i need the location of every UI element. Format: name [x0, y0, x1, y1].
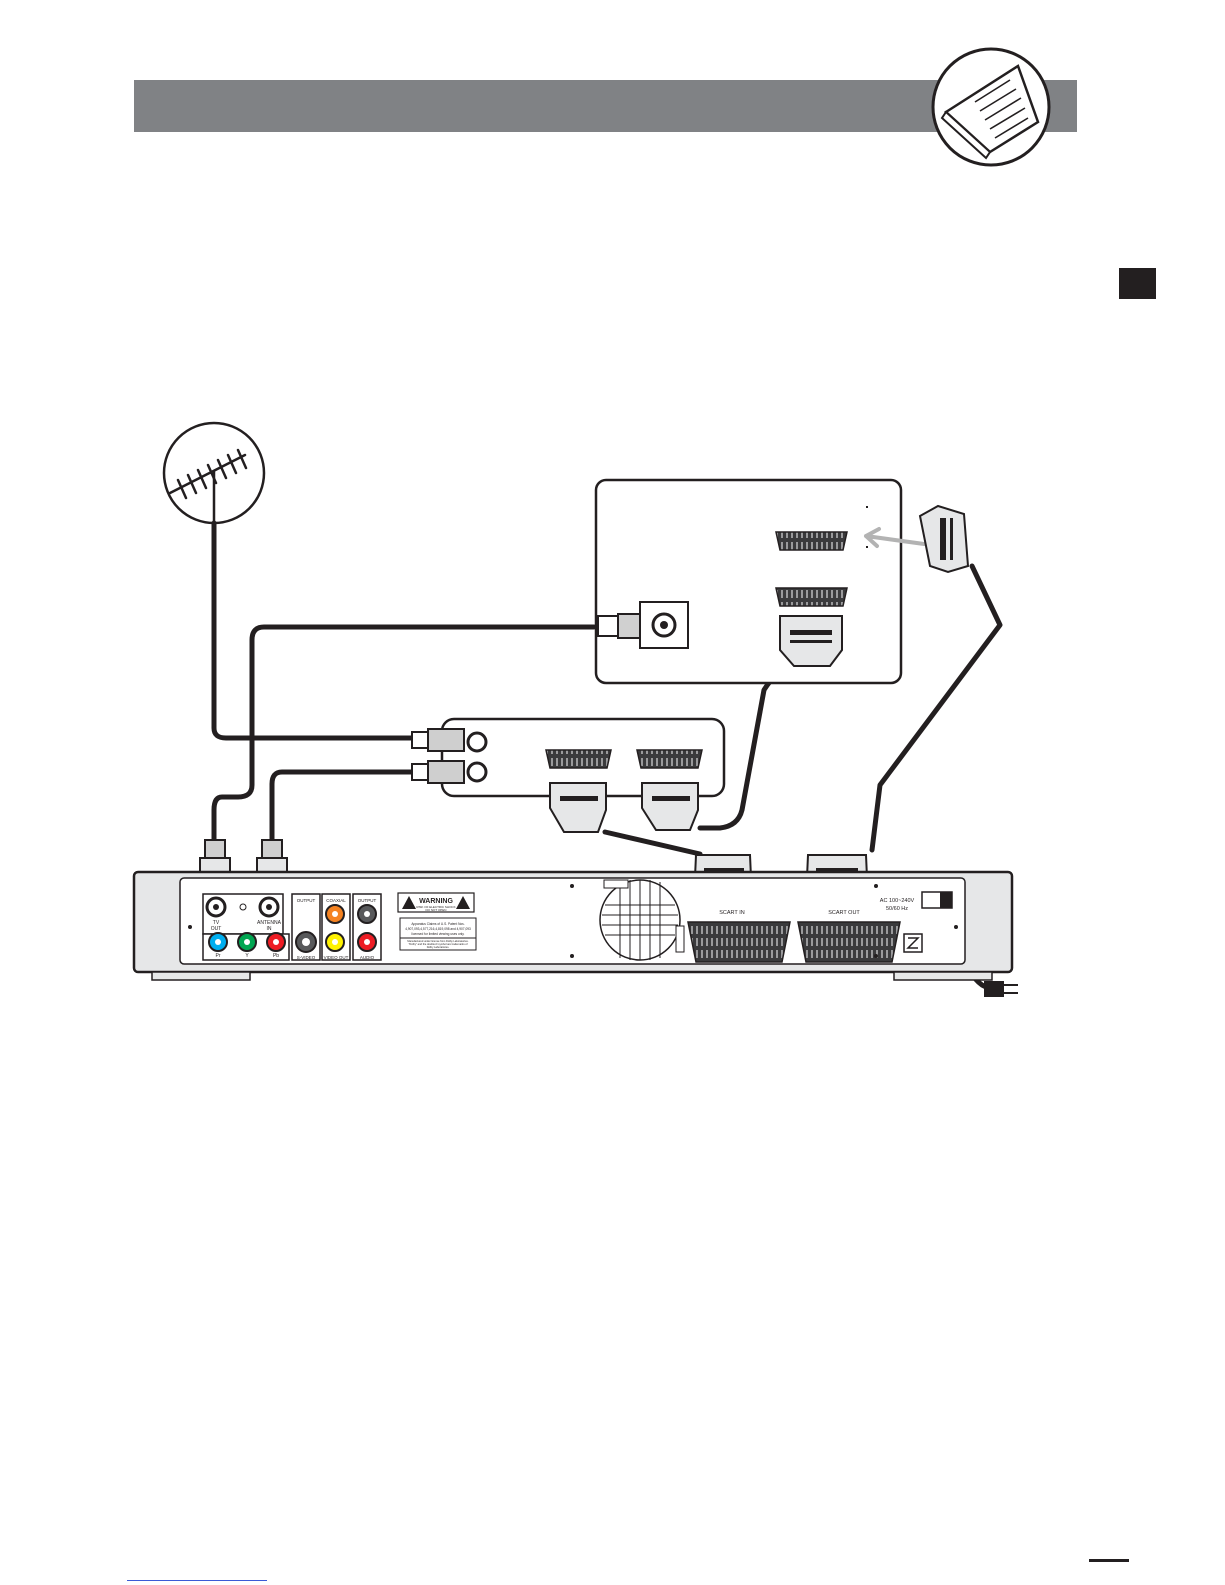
coaxial-label: COAXIAL [326, 898, 346, 903]
scart-out-label: SCART OUT [828, 910, 860, 916]
tv-out-label-line2: OUT [211, 926, 222, 932]
antenna-in-label-line2: IN [267, 926, 272, 932]
component-pb-label: Pb [273, 953, 279, 959]
video-out-label: VIDEO OUT [324, 955, 349, 960]
power-plug [984, 981, 1018, 997]
scart-plug-arrow [864, 504, 970, 574]
recorder-back-panel: TV OUT ANTENNA IN Pr Y Pb OUTPUT S-VIDEO… [132, 870, 1014, 981]
television [594, 478, 903, 685]
audio-output-label: OUTPUT [358, 898, 377, 903]
warning-sub-line1: RISK OF ELECTRIC SHOCK [416, 905, 455, 909]
page-number-rule [1089, 1559, 1129, 1562]
ac-rating-line2: 50/60 Hz [886, 906, 908, 912]
dolby-line3: Dolby Laboratories. [427, 945, 450, 949]
component-y-label: Y [245, 953, 249, 959]
patent-line2: 4,907,093,4,577,216,4,819,098 and 4,907,… [405, 927, 471, 931]
dolby-line1: Manufactured under license from Dolby La… [407, 939, 468, 943]
patent-line1: Apparatus Claims of U.S. Patent Nos. [411, 922, 464, 926]
patent-line3: licensed for limited viewing uses only. [412, 932, 465, 936]
dolby-line2: "Dolby" and the double-D symbol are trad… [408, 942, 467, 946]
audio-label: AUDIO [360, 955, 375, 960]
vcr-box [411, 717, 726, 833]
component-pr-label: Pr [216, 953, 221, 959]
ac-rating-line1: AC 100~240V [880, 898, 915, 904]
scart-in-label: SCART IN [719, 910, 744, 916]
warning-label: WARNING [419, 898, 453, 905]
footer-link-line [127, 1580, 267, 1581]
antenna-icon [162, 421, 266, 525]
s-video-label: S-VIDEO [297, 955, 316, 960]
warning-sub-line2: DO NOT OPEN [426, 908, 447, 912]
header-bar [134, 80, 1077, 132]
tv-out-label-line1: TV [213, 920, 220, 926]
antenna-in-label-line1: ANTENNA [257, 920, 282, 926]
manual-book-icon [931, 47, 1051, 167]
output-small-label: OUTPUT [297, 898, 316, 903]
section-tab-marker [1119, 268, 1156, 299]
